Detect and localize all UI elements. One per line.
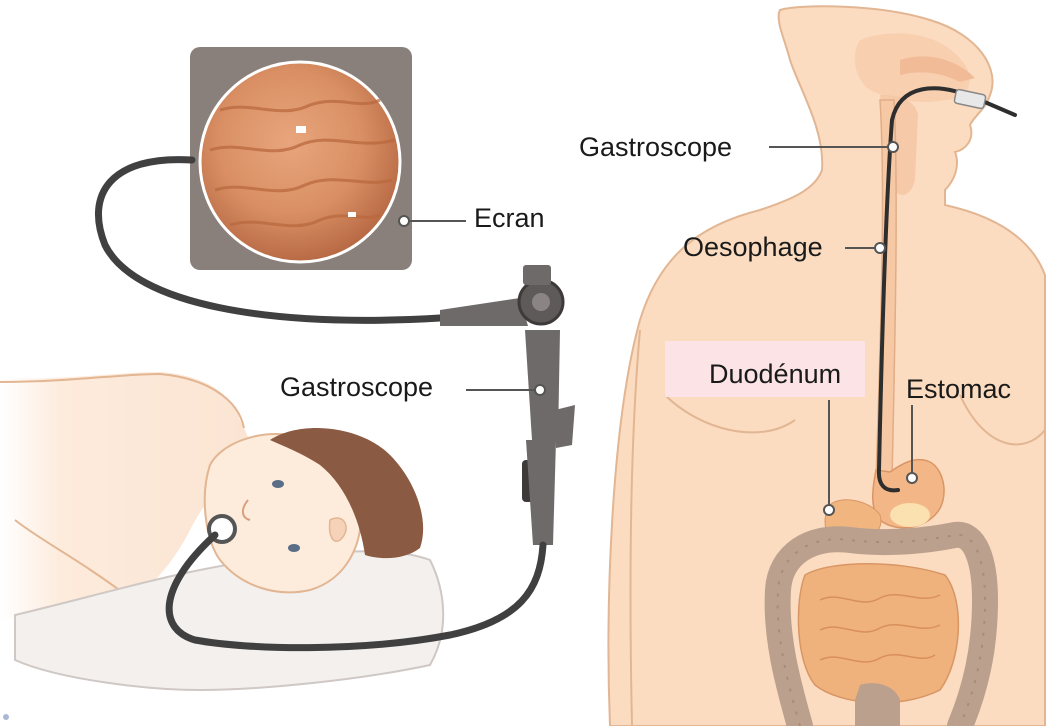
pin-oesophage [875, 243, 885, 253]
label-oesophage: Oesophage [683, 234, 823, 261]
pin-estomac [907, 473, 917, 483]
screen-glint-2 [348, 212, 356, 217]
monitor-screen [200, 62, 400, 262]
eye-upper-icon [272, 480, 284, 488]
eye-lower-icon [288, 544, 300, 552]
label-gastroscope-right: Gastroscope [579, 134, 732, 161]
handle-lower [526, 440, 556, 545]
small-intestine [798, 564, 958, 703]
label-duodenum: Duodénum [709, 361, 841, 388]
umbilical-connector [440, 298, 528, 326]
screen-glint-1 [296, 126, 306, 133]
stomach-highlight [890, 503, 930, 527]
label-estomac: Estomac [906, 376, 1011, 403]
pin-duodenum [824, 505, 834, 515]
suction-port [555, 405, 575, 448]
label-ecran: Ecran [474, 205, 545, 232]
pin-ecran [399, 216, 409, 226]
control-wheel-hub [532, 293, 550, 311]
monitor [190, 47, 412, 270]
pin-gastroscope-right [888, 142, 898, 152]
pin-gastroscope-left [535, 385, 545, 395]
label-gastroscope-left: Gastroscope [280, 374, 433, 401]
control-knob-top [523, 265, 551, 285]
corner-marker-icon [3, 714, 9, 720]
